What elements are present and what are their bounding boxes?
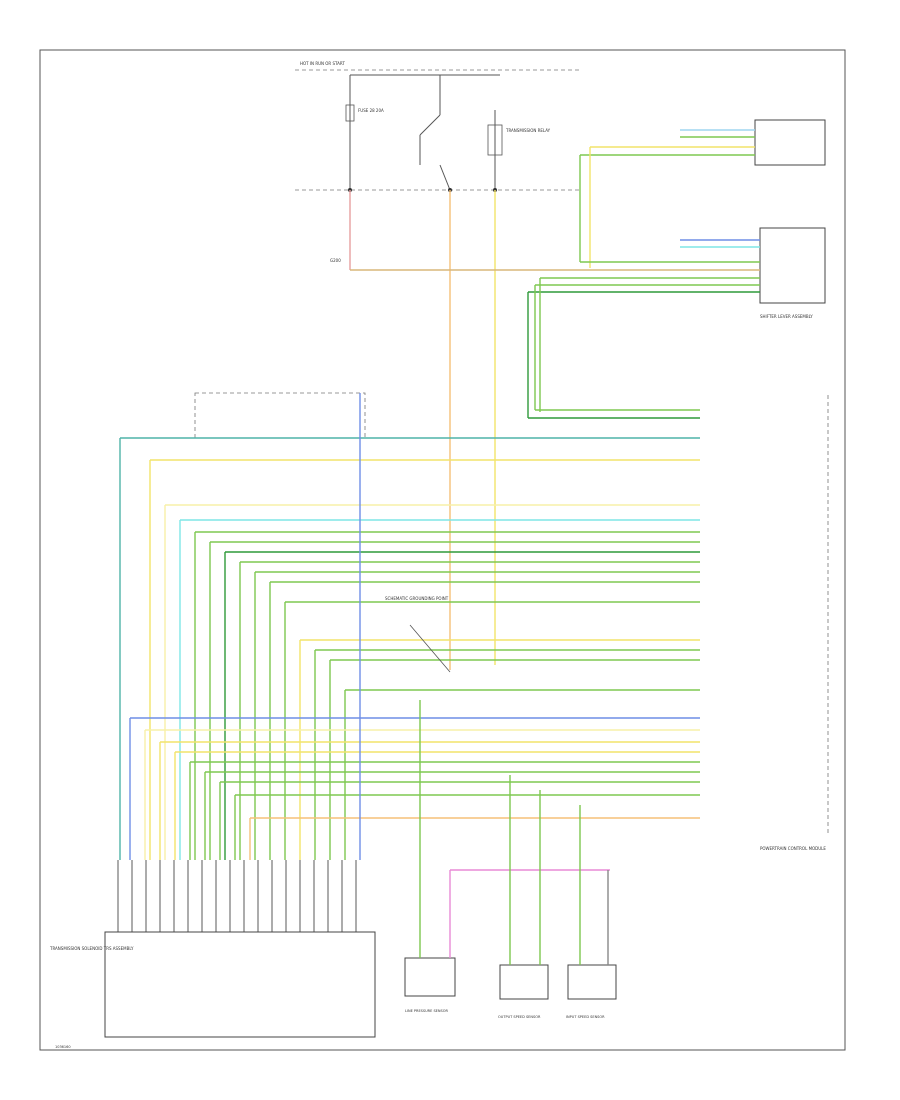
page-number: 1036160 [55,1045,71,1049]
ground-splice-box [194,392,366,439]
shifter-lever-connector [759,227,826,304]
output-speed-sensor [499,964,549,1000]
pcm-caption: POWERTRAIN CONTROL MODULE [760,846,826,851]
line-pressure-label: LINE PRESSURE SENSOR [405,1009,448,1013]
ground-label: G200 [330,258,341,263]
relay-coil-icon [487,124,503,156]
grounding-label: SCHEMATIC GROUNDING POINT [385,596,449,601]
fuse-relay-circuit [345,74,503,192]
input-speed-label: INPUT SPEED SENSOR [566,1015,605,1019]
transmission-solenoid-assembly [104,931,376,1038]
shifter-lever-wires [350,239,760,418]
fuse-icon [345,104,355,122]
pcm-wire-bundle [117,393,700,932]
fuse-label: FUSE 28 20A [358,108,384,113]
grounding-pointer [409,624,451,673]
shifter-assembly-label: SHIFTER LEVER ASSEMBLY [760,314,813,319]
diagram-frame [39,49,846,1051]
line-pressure-sensor [404,957,456,997]
sensor-wires [419,700,610,965]
output-speed-label: OUTPUT SPEED SENSOR [498,1015,541,1019]
shifter-top-wires [579,129,755,268]
input-speed-sensor [567,964,617,1000]
relay-label: TRANSMISSION RELAY [505,128,551,133]
shift-interlock-connector [754,119,826,166]
hot-in-run-label: HOT IN RUN OR START [300,61,345,66]
tcm-bundle-label: TRANSMISSION SOLENOID TRS ASSEMBLY [49,946,134,951]
